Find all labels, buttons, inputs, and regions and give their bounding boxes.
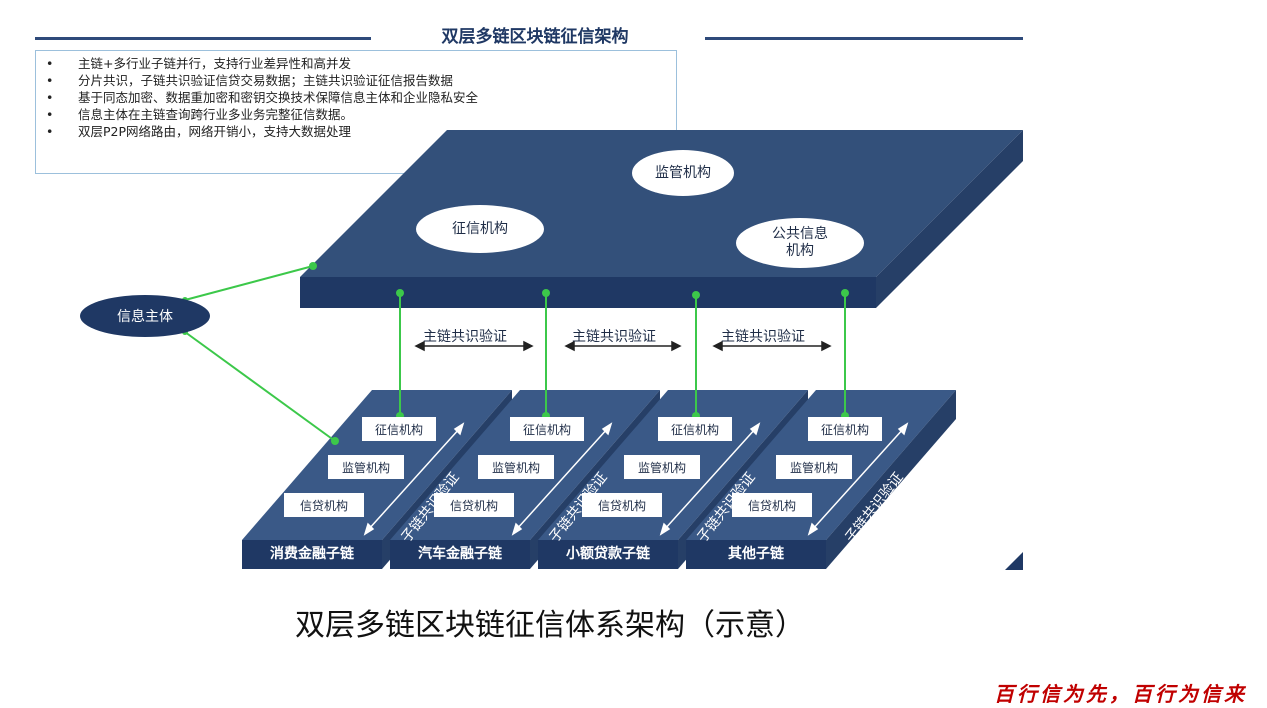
title-rule-left	[35, 37, 371, 40]
sub1-lender: 信贷机构	[284, 493, 364, 517]
sub4-name: 其他子链	[728, 546, 784, 562]
sub4-lender: 信贷机构	[732, 493, 812, 517]
sub1-name: 消费金融子链	[270, 546, 354, 562]
consensus-arrows	[414, 340, 832, 352]
sub3-lender: 信贷机构	[582, 493, 662, 517]
sub4-credit-bureau: 征信机构	[808, 417, 882, 441]
sub2-credit-bureau: 征信机构	[510, 417, 584, 441]
node-public-info-main: 公共信息 机构	[736, 218, 864, 268]
feature-item: •双层P2P网络路由，网络开销小，支持大数据处理	[46, 124, 352, 139]
sub1-credit-bureau: 征信机构	[362, 417, 436, 441]
slab-fragment	[1005, 552, 1023, 570]
sub3-name: 小额贷款子链	[566, 546, 650, 562]
node-credit-bureau-main: 征信机构	[416, 205, 544, 253]
slogan: 百行信为先，百行为信来	[994, 682, 1247, 706]
title-rule-right	[705, 37, 1023, 40]
main-sub-links	[399, 293, 846, 416]
main-chain-slab-front	[300, 277, 876, 308]
subject-links	[184, 265, 336, 442]
node-public-info-line1: 公共信息	[772, 226, 828, 242]
sub3-credit-bureau: 征信机构	[658, 417, 732, 441]
main-consensus-label: 主链共识验证	[721, 329, 805, 345]
sub2-lender: 信贷机构	[434, 493, 514, 517]
main-consensus-label: 主链共识验证	[572, 329, 656, 345]
main-consensus-label: 主链共识验证	[423, 329, 507, 345]
feature-item: •主链+多行业子链并行，支持行业差异性和高并发	[46, 56, 351, 71]
feature-list: •主链+多行业子链并行，支持行业差异性和高并发 •分片共识，子链共识验证信贷交易…	[36, 51, 676, 140]
main-chain-slab-side	[876, 130, 1023, 308]
diagram-title: 双层多链区块链征信架构	[441, 27, 629, 47]
node-regulator-main: 监管机构	[632, 150, 734, 196]
feature-item: •信息主体在主链查询跨行业多业务完整征信数据。	[46, 107, 354, 122]
sub1-regulator: 监管机构	[328, 455, 404, 479]
node-public-info-line2: 机构	[786, 243, 814, 259]
info-subject-node: 信息主体	[80, 295, 210, 337]
feature-item: •分片共识，子链共识验证信贷交易数据；主链共识验证征信报告数据	[46, 73, 454, 88]
figure-caption: 双层多链区块链征信体系架构（示意）	[295, 608, 805, 643]
feature-item: •基于同态加密、数据重加密和密钥交换技术保障信息主体和企业隐私安全	[46, 90, 479, 105]
sub-consensus-arrows	[363, 422, 909, 536]
sub2-regulator: 监管机构	[478, 455, 554, 479]
sub3-regulator: 监管机构	[624, 455, 700, 479]
sub2-name: 汽车金融子链	[418, 546, 502, 562]
sub4-regulator: 监管机构	[776, 455, 852, 479]
